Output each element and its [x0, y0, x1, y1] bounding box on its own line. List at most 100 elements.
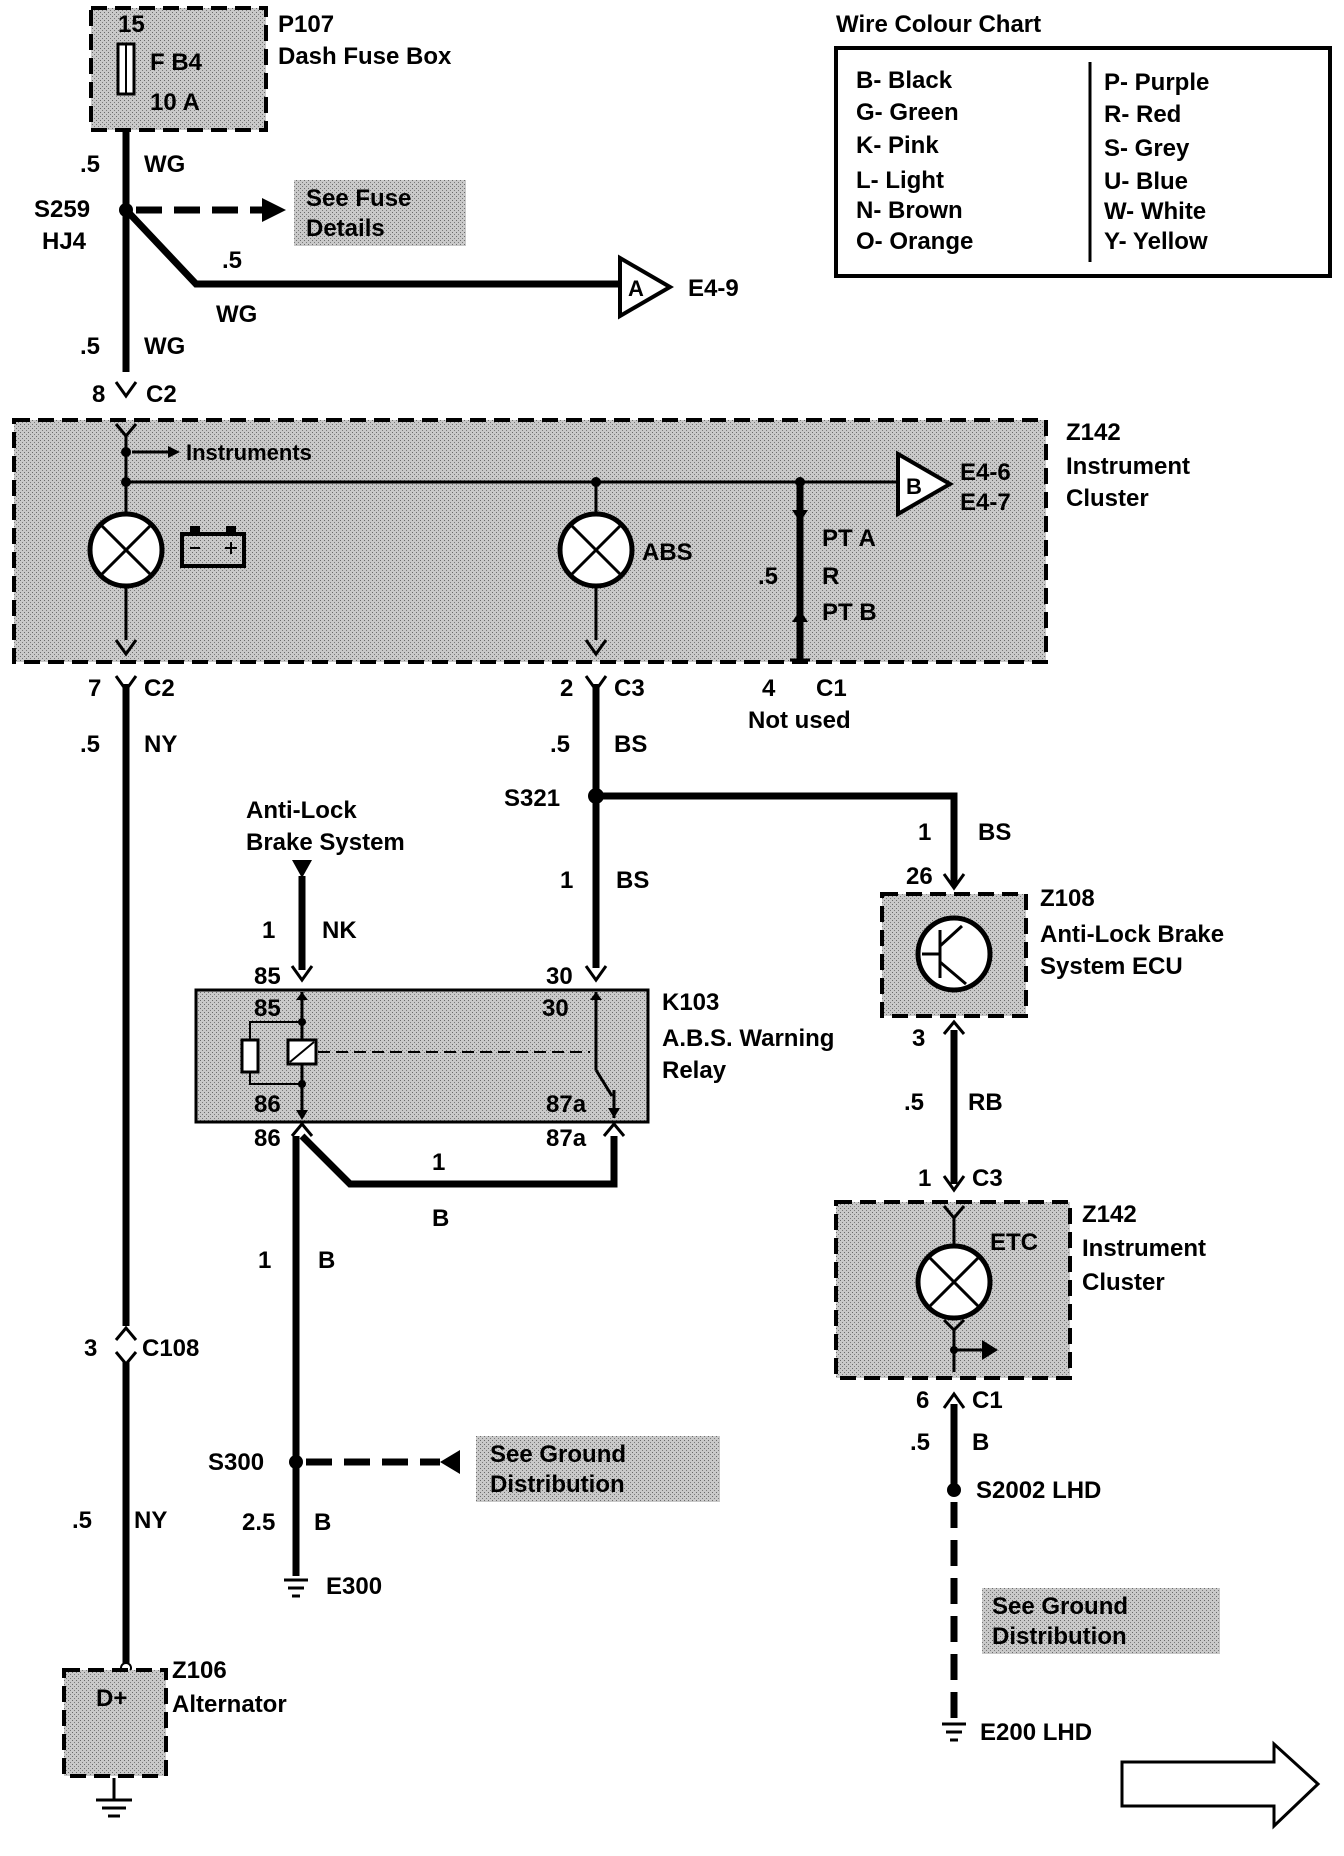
connector-pin: 86: [254, 1125, 281, 1152]
colour-code: P- Purple: [1104, 69, 1209, 96]
splice-s259-dot: [119, 203, 133, 217]
colour-code: K- Pink: [856, 132, 939, 159]
arrow-down-icon: [296, 1110, 308, 1120]
note-line: Distribution: [992, 1623, 1127, 1650]
colour-code: O- Orange: [856, 228, 973, 255]
wire-size: .5: [904, 1089, 924, 1116]
etc-label: ETC: [990, 1229, 1038, 1256]
wire-color: B: [972, 1429, 989, 1456]
arrow-left-icon: [440, 1450, 460, 1474]
wire-size: 2.5: [242, 1509, 275, 1536]
fuse-box: 15 F B4 10 A P107 Dash Fuse Box: [89, 6, 452, 132]
connector-pin: 26: [906, 863, 933, 890]
wire-size: .5: [80, 151, 100, 178]
connector-fork-icon: [942, 1391, 966, 1409]
arrow-up-icon: [590, 992, 602, 1000]
wire-color: B: [432, 1205, 449, 1232]
wire-color: WG: [144, 333, 185, 360]
wire-color: BS: [978, 819, 1011, 846]
ground-id: E300: [326, 1573, 382, 1600]
wire-color: WG: [216, 301, 257, 328]
fuse-id: F B4: [150, 49, 203, 76]
connector-pin: 4: [762, 675, 776, 702]
arrow-right-icon: [168, 446, 180, 458]
cluster-id: Z142: [1066, 419, 1121, 446]
wire-size: 1: [432, 1149, 445, 1176]
arrow-up-icon: [296, 992, 308, 1000]
wire-size: 1: [258, 1247, 271, 1274]
connector-fork-icon: [114, 381, 138, 399]
wire-size: .5: [72, 1507, 92, 1534]
connector-fork-icon: [584, 639, 608, 657]
wire-size: .5: [910, 1429, 930, 1456]
colour-code: L- Light: [856, 167, 944, 194]
alternator-id: Z106: [172, 1657, 227, 1684]
chart-title: Wire Colour Chart: [836, 11, 1041, 38]
connector-pin: 8: [92, 381, 105, 408]
instruments-label: Instruments: [186, 440, 312, 465]
splice-id: S300: [208, 1449, 264, 1476]
connector-pin: 3: [84, 1335, 97, 1362]
ground-icon: [284, 1578, 308, 1598]
splice-s2002-dot: [947, 1483, 961, 1497]
resistor-icon: [240, 1038, 260, 1074]
wire-color: WG: [144, 151, 185, 178]
battery-icon: [180, 526, 246, 568]
connector-pin: 1: [918, 1165, 931, 1192]
connector-fork-icon: [942, 1019, 966, 1035]
connector-pin: 6: [916, 1387, 929, 1414]
instrument-cluster-etc: ETC Z142 Instrument Cluster: [834, 1200, 1206, 1380]
ground-id: E200 LHD: [980, 1719, 1092, 1746]
ground-distribution-note: [982, 1588, 1220, 1654]
transistor-icon: [915, 915, 993, 993]
arrow-right-icon: [262, 198, 286, 222]
note-line: See Fuse: [306, 185, 411, 212]
ecu-name: Anti-Lock Brake: [1040, 921, 1224, 948]
diode-wire: [249, 1072, 302, 1085]
connector-id: C3: [614, 675, 645, 702]
connector-pin: 85: [254, 963, 281, 990]
lamp-cross-icon: [927, 1255, 981, 1309]
splice-id: S2002 LHD: [976, 1477, 1101, 1504]
transistor-collector-icon: [938, 924, 964, 948]
abs-warning-relay: 85 30 86 87a K103 A.B.S. Warning Relay: [194, 988, 834, 1124]
transistor-emitter-icon: [939, 960, 967, 986]
note-line: See Ground: [490, 1441, 626, 1468]
connector-pin: 7: [88, 675, 101, 702]
splice-sub: HJ4: [42, 228, 87, 255]
alternator-terminal: D+: [96, 1685, 127, 1712]
colour-code: Y- Yellow: [1104, 228, 1208, 255]
wire-size: .5: [550, 731, 570, 758]
colour-code: G- Green: [856, 99, 959, 126]
ecu-id: Z108: [1040, 885, 1095, 912]
connector-letter: A: [628, 276, 644, 301]
colour-code: W- White: [1104, 198, 1206, 225]
junction-dot: [121, 447, 131, 457]
note-line: Details: [306, 215, 385, 242]
wire-color: NK: [322, 917, 357, 944]
colour-code: R- Red: [1104, 101, 1181, 128]
next-page-arrow-icon[interactable]: [1120, 1740, 1321, 1830]
abs-input-label: Brake System: [246, 829, 405, 856]
wire-relay-loop: [299, 1133, 618, 1188]
ground-distribution-note: [476, 1436, 720, 1502]
connector-fork-icon: [584, 965, 608, 983]
lamp-cross-icon: [569, 523, 623, 577]
connector-pin: 87a: [546, 1125, 587, 1152]
arrow-down-icon: [608, 1108, 620, 1118]
pt-color: R: [822, 563, 839, 590]
wire-size: 1: [918, 819, 931, 846]
connector-pin: 2: [560, 675, 573, 702]
fuse-rating: 10 A: [150, 89, 200, 116]
connector-id: C2: [146, 381, 177, 408]
note-line: Distribution: [490, 1471, 625, 1498]
cluster-id: Z142: [1082, 1201, 1137, 1228]
connector-fork-icon: [602, 1121, 626, 1137]
ground-icon: [96, 1798, 132, 1818]
coil-diagonal-icon: [289, 1041, 315, 1063]
wire-colour-chart: Wire Colour Chart B- Black G- Green K- P…: [834, 11, 1332, 278]
pt-size: .5: [758, 563, 778, 590]
wire-size: 1: [560, 867, 573, 894]
connector-id: C1: [972, 1387, 1003, 1414]
relay-pin-label: 87a: [546, 1091, 587, 1118]
